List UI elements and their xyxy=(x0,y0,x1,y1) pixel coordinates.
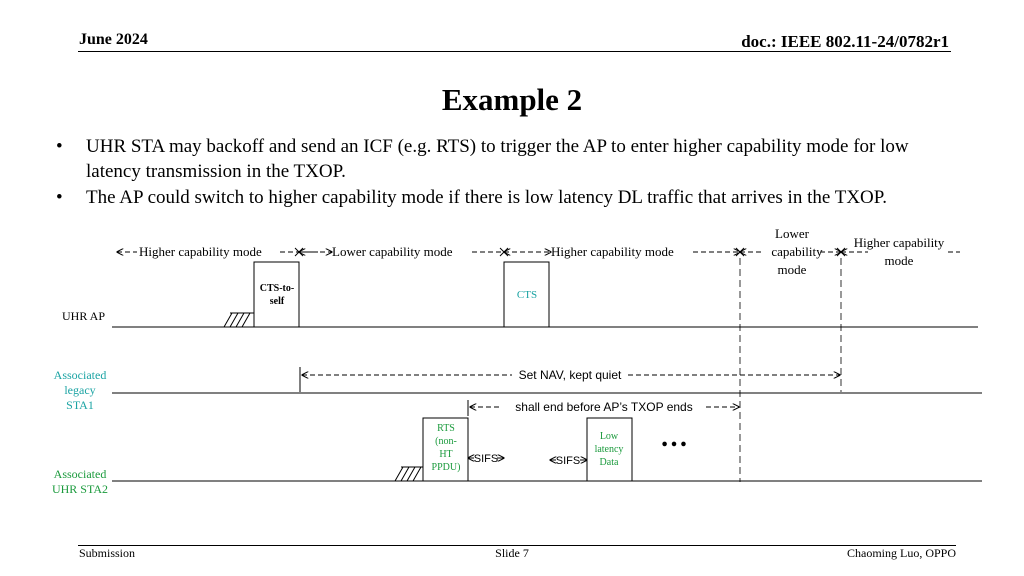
low-latency-label: latency xyxy=(595,444,624,455)
txop-boundaries xyxy=(739,258,842,482)
footer-divider xyxy=(78,545,956,546)
low-latency-label: Data xyxy=(600,457,619,468)
row-label-legacy-sta: Associated xyxy=(54,368,107,382)
mode-label-higher: mode xyxy=(885,253,914,268)
rts-label: PPDU) xyxy=(432,462,461,473)
row-label-uhr-ap: UHR AP xyxy=(62,309,105,323)
low-latency-label: Low xyxy=(600,431,619,442)
txop-arrow xyxy=(467,400,739,416)
mode-label-lower: mode xyxy=(778,262,807,277)
cts-frame xyxy=(503,261,550,328)
bullet-dot: • xyxy=(56,187,63,208)
mode-label-higher: Higher capability mode xyxy=(139,244,262,259)
backoff-hatch xyxy=(394,466,423,482)
mode-label-higher: Higher capability xyxy=(854,235,945,250)
bullet-item: • UHR STA may backoff and send an ICF (e.… xyxy=(56,134,956,184)
backoff-hatch xyxy=(223,312,254,328)
cts-label: CTS xyxy=(517,289,537,301)
mode-label-higher: Higher capability mode xyxy=(551,244,674,259)
rts-label: (non- xyxy=(435,436,457,447)
nav-arrow xyxy=(299,367,840,392)
bullet-text: The AP could switch to higher capability… xyxy=(86,187,887,208)
bullet-text: UHR STA may backoff and send an ICF (e.g… xyxy=(86,136,909,182)
mode-boundary-marks xyxy=(294,247,846,257)
mode-label-lower: Lower xyxy=(775,226,810,241)
cts-to-self-frame xyxy=(253,261,300,328)
cts-to-self-label: self xyxy=(270,296,285,307)
row-label-legacy-sta: legacy xyxy=(64,383,95,397)
rts-label: HT xyxy=(439,449,452,460)
bullet-list: • UHR STA may backoff and send an ICF (e.… xyxy=(56,134,956,211)
rts-frame xyxy=(422,417,469,482)
slide-title: Example 2 xyxy=(441,82,583,117)
txop-label: shall end before AP’s TXOP ends xyxy=(515,400,692,414)
bullet-dot: • xyxy=(56,136,63,157)
low-latency-data-frame xyxy=(586,417,633,482)
footer-author: Chaoming Luo, OPPO xyxy=(846,546,956,560)
row-label-uhr-sta: UHR STA2 xyxy=(52,482,108,496)
mode-label-lower: Lower capability mode xyxy=(332,244,453,259)
sifs-label: SIFS xyxy=(556,455,580,467)
header-date: June 2024 xyxy=(79,31,148,48)
cts-to-self-label: CTS-to- xyxy=(260,283,294,294)
header-divider xyxy=(78,51,951,52)
mode-label-lower: capability xyxy=(771,244,823,259)
row-label-uhr-sta: Associated xyxy=(54,467,107,481)
nav-label: Set NAV, kept quiet xyxy=(519,368,622,382)
footer-submission: Submission xyxy=(79,546,136,560)
header-doc-id: doc.: IEEE 802.11-24/0782r1 xyxy=(741,32,949,51)
bullet-item: • The AP could switch to higher capabilit… xyxy=(56,185,956,210)
sifs-label: SIFS xyxy=(474,453,498,465)
rts-label: RTS xyxy=(437,423,455,434)
row-label-legacy-sta: STA1 xyxy=(66,398,94,412)
continuation-ellipsis: … xyxy=(660,422,688,453)
footer-slide-number: Slide 7 xyxy=(495,546,529,560)
